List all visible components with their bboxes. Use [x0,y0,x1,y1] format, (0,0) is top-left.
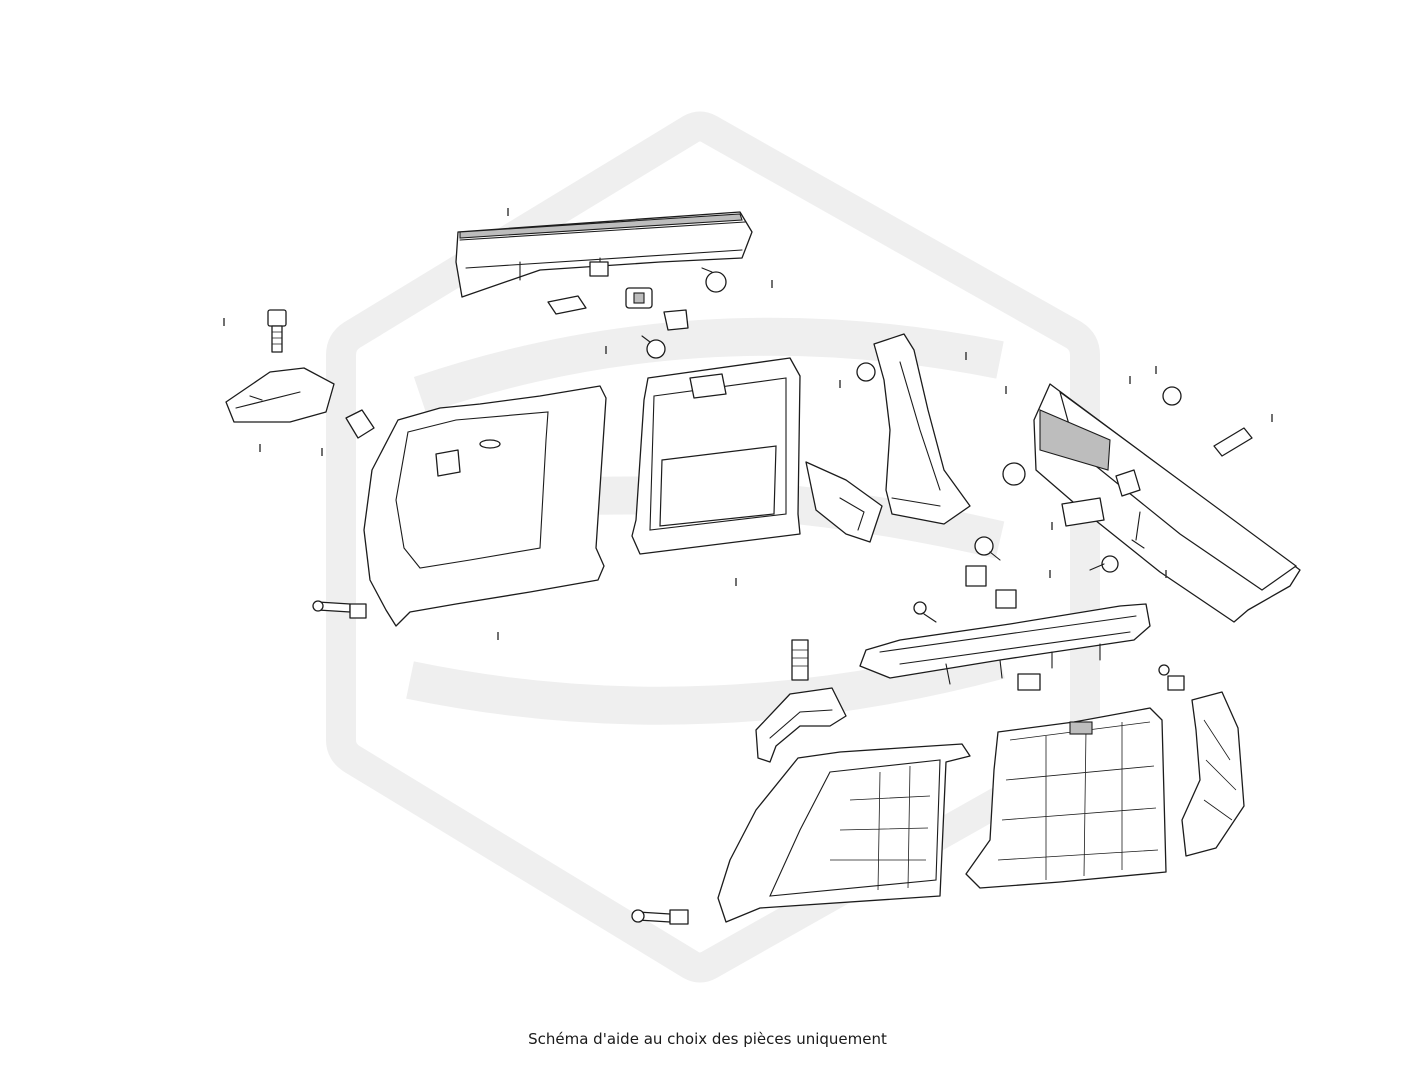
upper-fasteners [547,267,727,359]
sill-trim [859,603,1151,691]
tailgate-trim [1002,383,1301,623]
upper-trim-panel [455,211,753,298]
reference-ticks [223,208,1273,640]
left-quarter-trim [363,385,607,627]
left-bracket [225,309,375,439]
pillar-trim [856,333,971,525]
middle-fasteners [913,497,1119,623]
lower-left-bolts [312,600,1185,925]
lower-left-storage [717,743,971,923]
center-net-panel [631,357,801,555]
diagram-caption: Schéma d'aide au choix des pièces unique… [528,1030,887,1048]
lower-right-crate [965,707,1167,889]
arch-piece [755,687,847,763]
right-side-panel [1181,691,1245,857]
center-bracket [805,461,883,543]
